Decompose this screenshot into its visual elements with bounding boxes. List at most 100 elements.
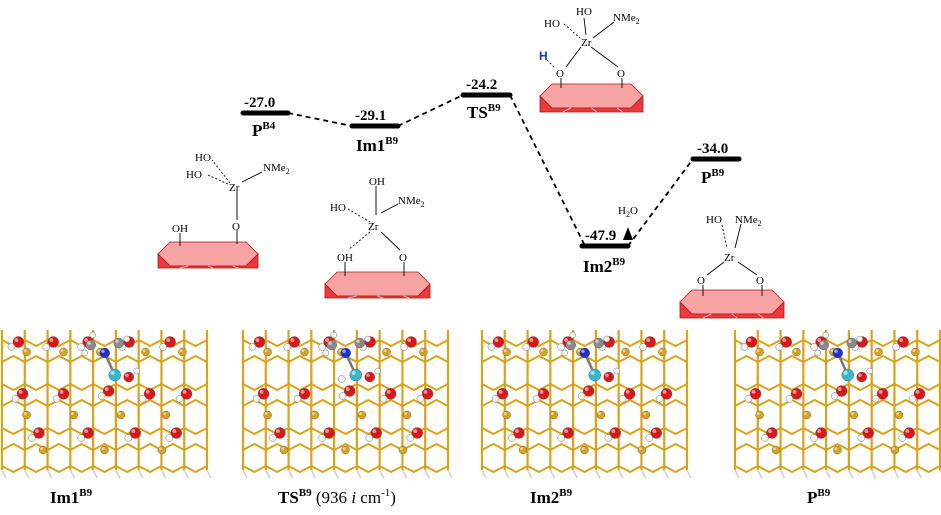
lattice-bond <box>1 465 26 474</box>
lattice-bond <box>757 354 782 363</box>
si-atom <box>771 445 781 455</box>
lattice-bond <box>618 465 642 474</box>
h-termination <box>92 469 98 479</box>
h-atom <box>322 349 329 357</box>
h-atom <box>138 395 147 403</box>
h-atom-shine <box>8 344 12 347</box>
o-atom-shine <box>747 338 752 343</box>
h-termination <box>1 469 7 479</box>
h-atom-shine <box>614 368 617 372</box>
si-atom-shine <box>659 349 663 352</box>
h-atom <box>814 349 821 357</box>
lattice-bond <box>848 383 873 392</box>
slab-model <box>0 330 212 479</box>
o-atom-shine <box>905 429 910 434</box>
lattice-bond <box>549 442 574 451</box>
lattice-bond <box>183 427 208 436</box>
h-termination <box>916 469 922 479</box>
h-atom <box>293 395 302 403</box>
o-atom-shine <box>300 389 305 394</box>
sketch-pb9: HO NMe2 Zr O O <box>679 214 785 319</box>
lattice-bond <box>595 442 620 451</box>
oh-label: OH <box>172 223 188 235</box>
zr-atom-shine <box>590 370 595 375</box>
h-atom <box>810 434 818 442</box>
zr-label: Zr <box>229 182 240 194</box>
lattice-bond <box>47 442 71 451</box>
h-atom-shine <box>249 344 253 347</box>
h2o-release: H2O <box>618 205 638 240</box>
si-atom <box>641 410 651 420</box>
si-atom-shine <box>803 412 807 415</box>
lattice-bond <box>780 354 804 363</box>
h-atom <box>165 434 173 442</box>
si-atom <box>755 410 764 420</box>
si-atom-shine <box>118 412 121 415</box>
h-atom-shine <box>534 396 537 399</box>
h-atom-shine <box>78 435 82 438</box>
lattice-bond <box>663 427 688 436</box>
si-atom <box>300 347 309 357</box>
si-atom-shine <box>643 412 646 415</box>
o-atom-shine <box>290 338 295 343</box>
lattice-bond <box>288 442 312 451</box>
lattice-bond <box>379 339 403 348</box>
h-atom <box>645 434 653 442</box>
si-atom-shine <box>834 447 838 450</box>
ho-label: HO <box>706 214 722 226</box>
lattice-bond <box>265 398 290 407</box>
n-atom <box>340 347 351 359</box>
zr-atom <box>349 368 362 382</box>
o-atom-shine <box>858 373 862 377</box>
h-atom-shine <box>99 393 102 396</box>
h-atom <box>892 343 900 351</box>
h-atom-shine <box>776 344 780 347</box>
si-atom-shine <box>912 349 916 352</box>
h-atom <box>785 395 794 403</box>
lattice-bond <box>69 398 94 407</box>
zr-atom-shine <box>351 370 356 375</box>
energy-bars <box>240 92 742 249</box>
o-label: O <box>697 275 705 287</box>
arrow-up-icon <box>623 227 633 240</box>
h-atom <box>522 343 530 351</box>
c-atom-shine <box>567 341 571 345</box>
si-atom-shine <box>70 412 74 415</box>
h-atom-shine <box>741 344 745 347</box>
oh-label: OH <box>369 176 385 188</box>
lattice-bond <box>288 465 312 474</box>
o-atom-shine <box>104 387 109 392</box>
o-atom-shine <box>18 389 23 394</box>
n-atom <box>99 347 110 359</box>
h-atom <box>866 367 873 375</box>
h-atom <box>318 434 326 442</box>
h-termination <box>447 469 453 479</box>
h-atom <box>283 343 291 351</box>
lattice-bond <box>24 339 49 348</box>
lattice-bond <box>265 339 290 348</box>
o-atom-shine <box>646 338 651 343</box>
h-termination <box>802 469 809 479</box>
si-atom-shine <box>581 447 585 450</box>
lattice-bond <box>825 442 850 451</box>
o-atom <box>603 371 614 383</box>
h-termination <box>640 469 647 479</box>
si-atom <box>502 347 511 357</box>
lattice-bond <box>47 354 71 363</box>
h-atom <box>613 367 620 375</box>
h-atom-shine <box>657 396 660 399</box>
lattice-bond <box>481 465 506 474</box>
c-atom <box>565 339 576 351</box>
h-termination <box>160 469 167 479</box>
h-atom-shine <box>319 435 323 438</box>
h-atom <box>318 343 326 351</box>
h-atom <box>124 434 132 442</box>
lattice-bond <box>663 383 688 392</box>
h-atom-shine <box>365 336 368 340</box>
lattice-bond <box>893 398 918 407</box>
h-atom-shine <box>562 350 565 354</box>
o-atom-shine <box>564 429 569 434</box>
h-atom-shine <box>29 435 32 438</box>
level-label-pb9: PB9 <box>701 167 725 187</box>
